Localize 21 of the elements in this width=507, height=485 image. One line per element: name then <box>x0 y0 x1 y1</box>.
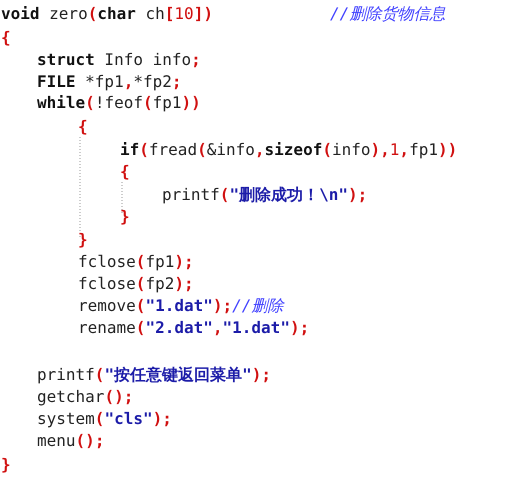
code-line: } <box>120 207 130 227</box>
code-line: } <box>1 455 11 475</box>
code-line: rename("2.dat","1.dat"); <box>78 318 310 338</box>
code-line: while(!feof(fp1)) <box>37 93 201 113</box>
code-line: void zero(char ch[10]) <box>1 4 213 24</box>
code-line: if(fread(&info,sizeof(info),1,fp1)) <box>120 140 458 160</box>
code-line: struct Info info; <box>37 50 201 70</box>
code-line: menu(); <box>37 431 104 451</box>
code-line: printf("按任意键返回菜单"); <box>37 365 271 385</box>
code-line: { <box>78 117 88 137</box>
code-line: { <box>1 28 11 48</box>
code-line: fclose(fp2); <box>78 274 194 294</box>
code-line: getchar(); <box>37 387 134 407</box>
code-line: fclose(fp1); <box>78 252 194 272</box>
code-line: FILE *fp1,*fp2; <box>37 72 182 92</box>
code-line: { <box>120 162 130 182</box>
code-line: } <box>78 230 88 250</box>
code-line: system("cls"); <box>37 409 172 429</box>
code-line: remove("1.dat");//删除 <box>78 296 284 316</box>
code-comment: //删除货物信息 <box>330 4 446 24</box>
code-line: printf("删除成功！\n"); <box>162 185 368 205</box>
